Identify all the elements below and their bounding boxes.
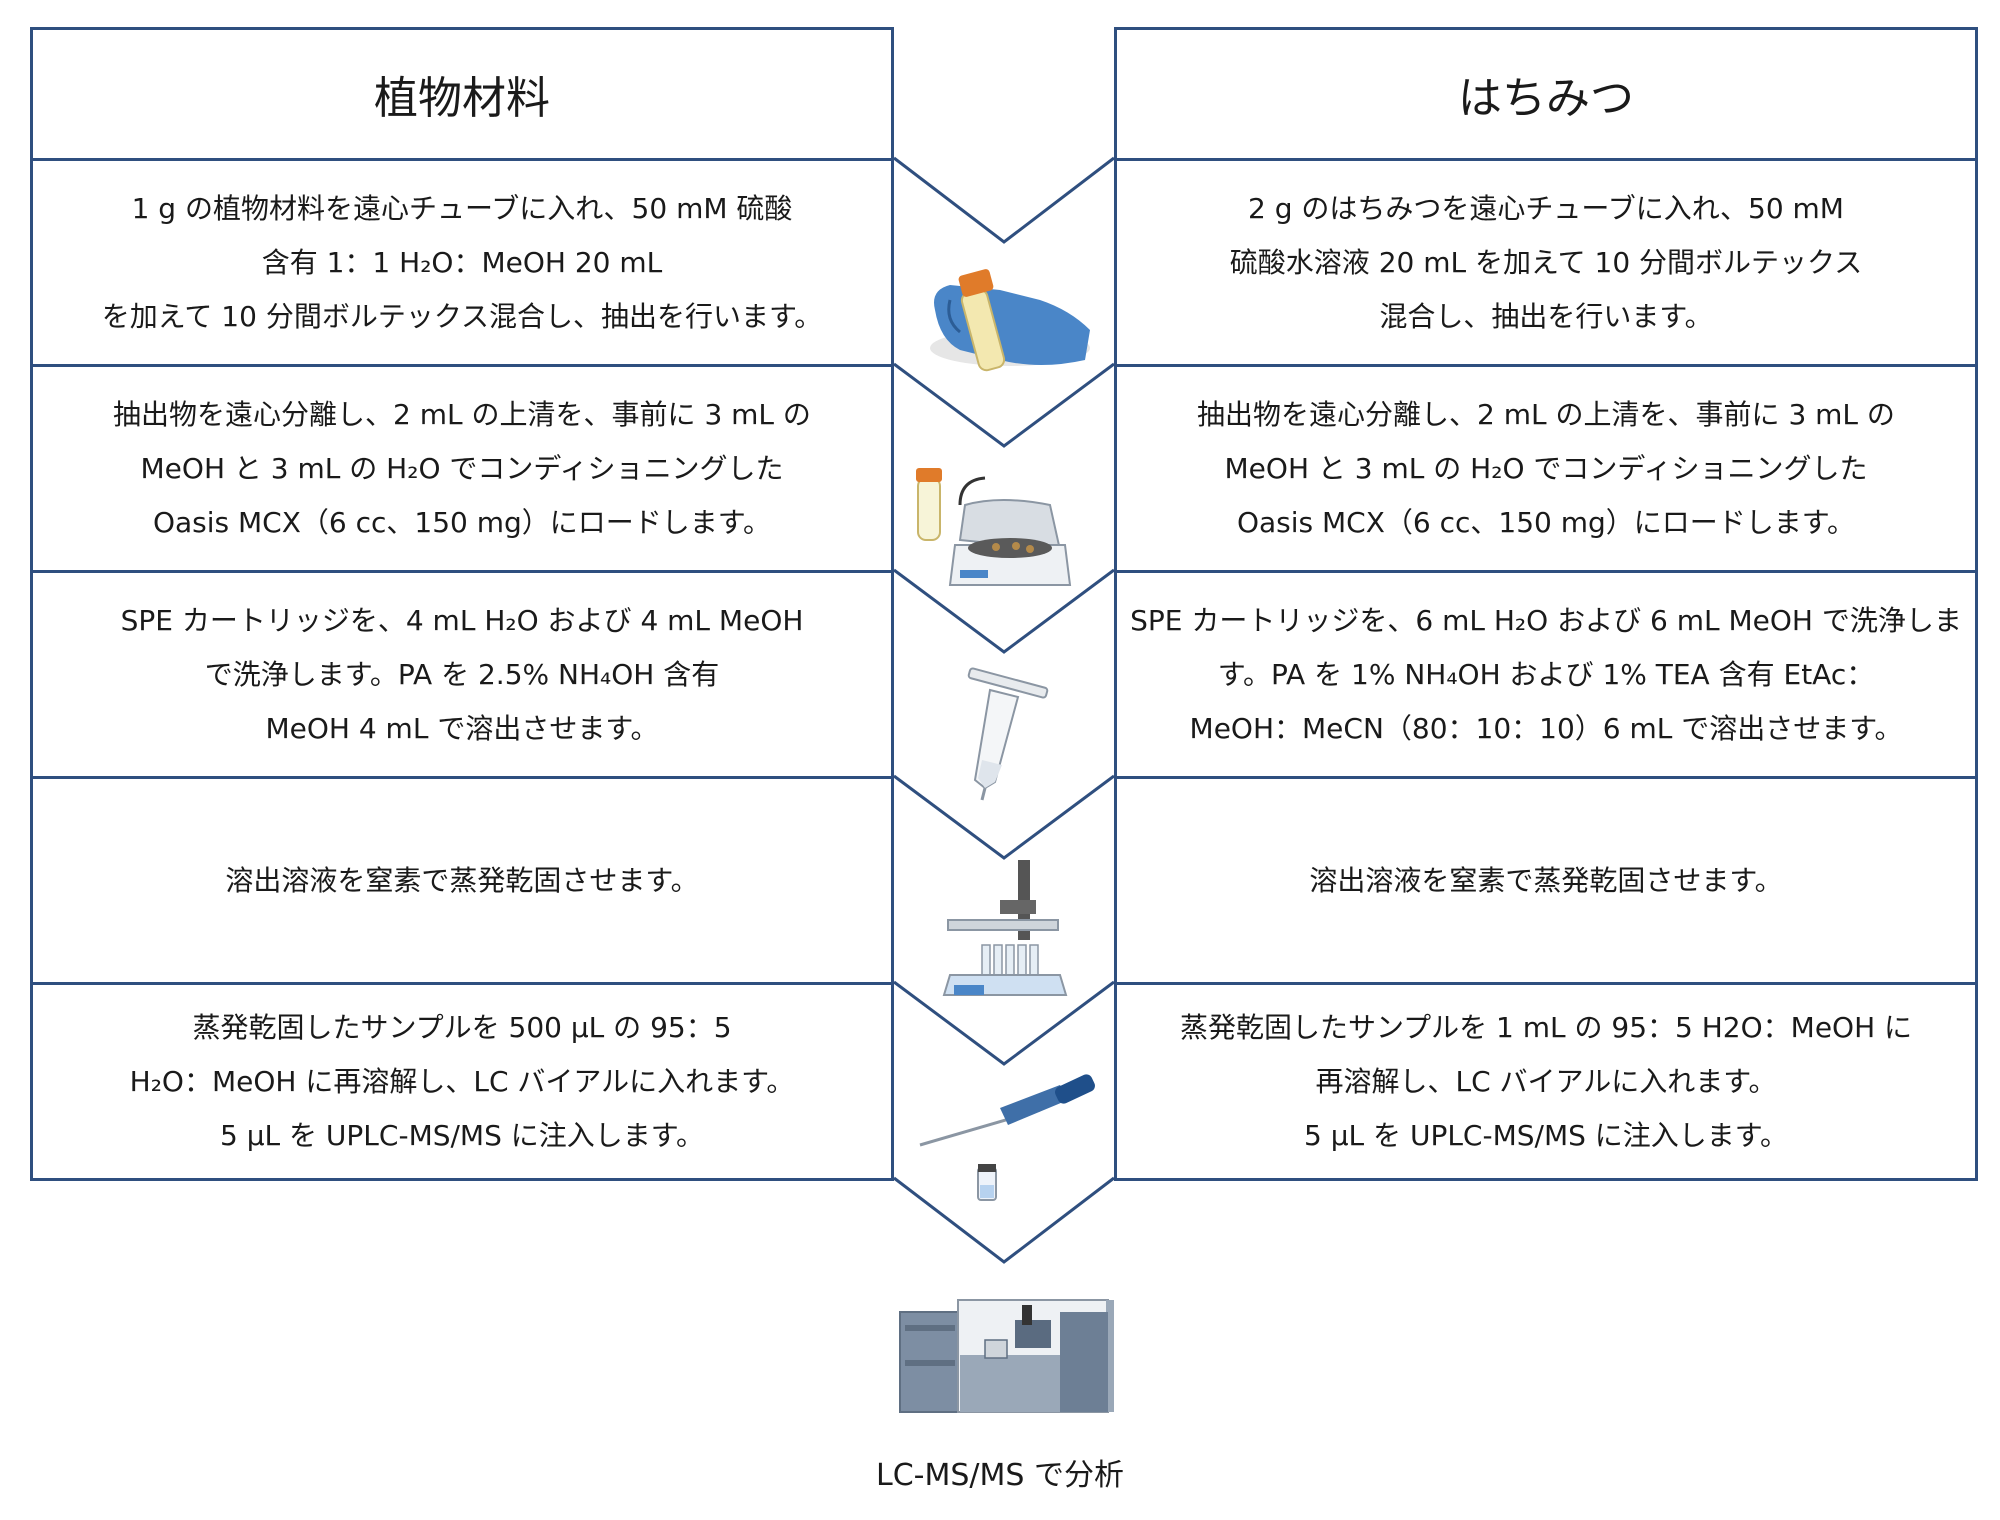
plant-step-2-line-2: MeOH と 3 mL の H₂O でコンディショニングした [140,451,784,485]
chevron-5 [893,980,1115,1066]
chevron-1 [893,156,1115,244]
plant-step-3-line-2: で洗浄します。PA を 2.5% NH₄OH 含有 [204,657,720,691]
honey-step-2-line-1: 抽出物を遠心分離し、2 mL の上清を、事前に 3 mL の [1197,397,1895,431]
centrifuge-icon [916,468,1072,586]
honey-step-2: 抽出物を遠心分離し、2 mL の上清を、事前に 3 mL の MeOH と 3 m… [1117,364,1975,570]
plant-step-5-line-1: 蒸発乾固したサンプルを 500 µL の 95：5 [192,1010,732,1044]
honey-step-3-line-3: MeOH：MeCN（80：10：10）6 mL で溶出させます。 [1189,711,1903,745]
plant-step-4: 溶出溶液を窒素で蒸発乾固させます。 [33,776,891,982]
pipette-vial-icon [919,1074,1095,1201]
plant-step-3-line-3: MeOH 4 mL で溶出させます。 [265,711,659,745]
chevron-arrows [893,156,1115,1264]
honey-step-3-line-1: SPE カートリッジを、6 mL H₂O および 6 mL MeOH で洗浄しま [1130,603,1962,637]
honey-step-1-line-2: 硫酸水溶液 20 mL を加えて 10 分間ボルテックス [1229,245,1863,279]
plant-step-4-line-1: 溶出溶液を窒素で蒸発乾固させます。 [225,863,699,897]
chevron-6 [893,1176,1115,1264]
honey-header: はちみつ [1117,30,1975,158]
honey-step-1-line-3: 混合し、抽出を行います。 [1379,299,1713,333]
plant-step-3: SPE カートリッジを、4 mL H₂O および 4 mL MeOH で洗浄します… [33,570,891,776]
honey-title: はちみつ [1458,73,1634,124]
honey-step-3-line-2: す。PA を 1% NH₄OH および 1% TEA 含有 EtAc： [1217,657,1875,691]
nitrogen-evaporator-icon [942,860,1068,996]
honey-step-5-line-3: 5 µL を UPLC-MS/MS に注入します。 [1304,1118,1788,1152]
honey-step-4-line-1: 溶出溶液を窒素で蒸発乾固させます。 [1309,863,1783,897]
spe-cartridge-icon [967,667,1049,801]
honey-step-2-line-3: Oasis MCX（6 cc、150 mg）にロードします。 [1236,505,1856,539]
plant-step-3-line-1: SPE カートリッジを、4 mL H₂O および 4 mL MeOH [120,603,804,637]
honey-step-3: SPE カートリッジを、6 mL H₂O および 6 mL MeOH で洗浄しま… [1117,570,1975,776]
plant-step-1-line-3: を加えて 10 分間ボルテックス混合し、抽出を行います。 [101,299,823,333]
honey-step-1-line-1: 2 g のはちみつを遠心チューブに入れ、50 mM [1248,191,1844,225]
plant-step-2: 抽出物を遠心分離し、2 mL の上清を、事前に 3 mL の MeOH と 3 m… [33,364,891,570]
lc-ms-instrument-icon [899,1299,1114,1413]
plant-title: 植物材料 [374,73,550,124]
plant-step-1-line-1: 1 g の植物材料を遠心チューブに入れ、50 mM 硫酸 [131,191,793,225]
honey-step-5: 蒸発乾固したサンプルを 1 mL の 95：5 H2O：MeOH に再溶解し、L… [1117,982,1975,1178]
honey-column: はちみつ 2 g のはちみつを遠心チューブに入れ、50 mM 硫酸水溶液 20 m… [1114,27,1978,1181]
honey-step-5-line-1: 蒸発乾固したサンプルを 1 mL の 95：5 H2O：MeOH に [1179,1010,1913,1044]
plant-step-2-line-3: Oasis MCX（6 cc、150 mg）にロードします。 [152,505,772,539]
honey-step-5-line-2: 再溶解し、LC バイアルに入れます。 [1315,1064,1777,1098]
honey-step-2-line-2: MeOH と 3 mL の H₂O でコンディショニングした [1224,451,1868,485]
plant-step-1-line-2: 含有 1：1 H₂O：MeOH 20 mL [261,245,663,279]
plant-column: 植物材料 1 g の植物材料を遠心チューブに入れ、50 mM 硫酸含有 1：1 … [30,27,894,1181]
plant-header: 植物材料 [33,30,891,158]
plant-step-5-line-2: H₂O：MeOH に再溶解し、LC バイアルに入れます。 [129,1064,795,1098]
chevron-4 [893,774,1115,860]
plant-step-2-line-1: 抽出物を遠心分離し、2 mL の上清を、事前に 3 mL の [113,397,811,431]
final-caption: LC-MS/MS で分析 [876,1458,1124,1493]
honey-step-4: 溶出溶液を窒素で蒸発乾固させます。 [1117,776,1975,982]
plant-step-5-line-3: 5 µL を UPLC-MS/MS に注入します。 [220,1118,704,1152]
vortex-hand-icon [930,269,1090,372]
honey-step-1: 2 g のはちみつを遠心チューブに入れ、50 mM 硫酸水溶液 20 mL を加え… [1117,158,1975,364]
chevron-3 [893,568,1115,654]
chevron-2 [893,362,1115,448]
plant-step-1: 1 g の植物材料を遠心チューブに入れ、50 mM 硫酸含有 1：1 H₂O：M… [33,158,891,364]
